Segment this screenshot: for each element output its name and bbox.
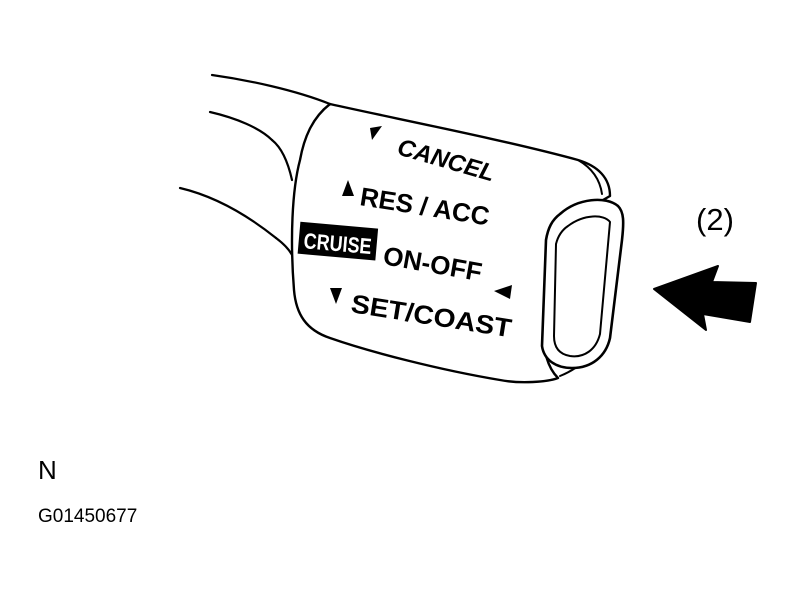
push-button[interactable] (540, 198, 625, 370)
cancel-triangle-icon (370, 126, 382, 140)
callout-label: (2) (696, 202, 734, 237)
caption-letter: N (38, 455, 57, 485)
cruise-badge: CRUISE (297, 221, 379, 261)
set-coast-triangle-icon (330, 288, 342, 304)
caption-code: G01450677 (38, 506, 138, 527)
pointing-arrow-icon (653, 265, 757, 331)
lever-stalk (178, 73, 332, 259)
on-off-triangle-icon (494, 285, 512, 299)
res-acc-triangle-icon (342, 180, 354, 196)
cruise-label: CRUISE (303, 228, 373, 259)
